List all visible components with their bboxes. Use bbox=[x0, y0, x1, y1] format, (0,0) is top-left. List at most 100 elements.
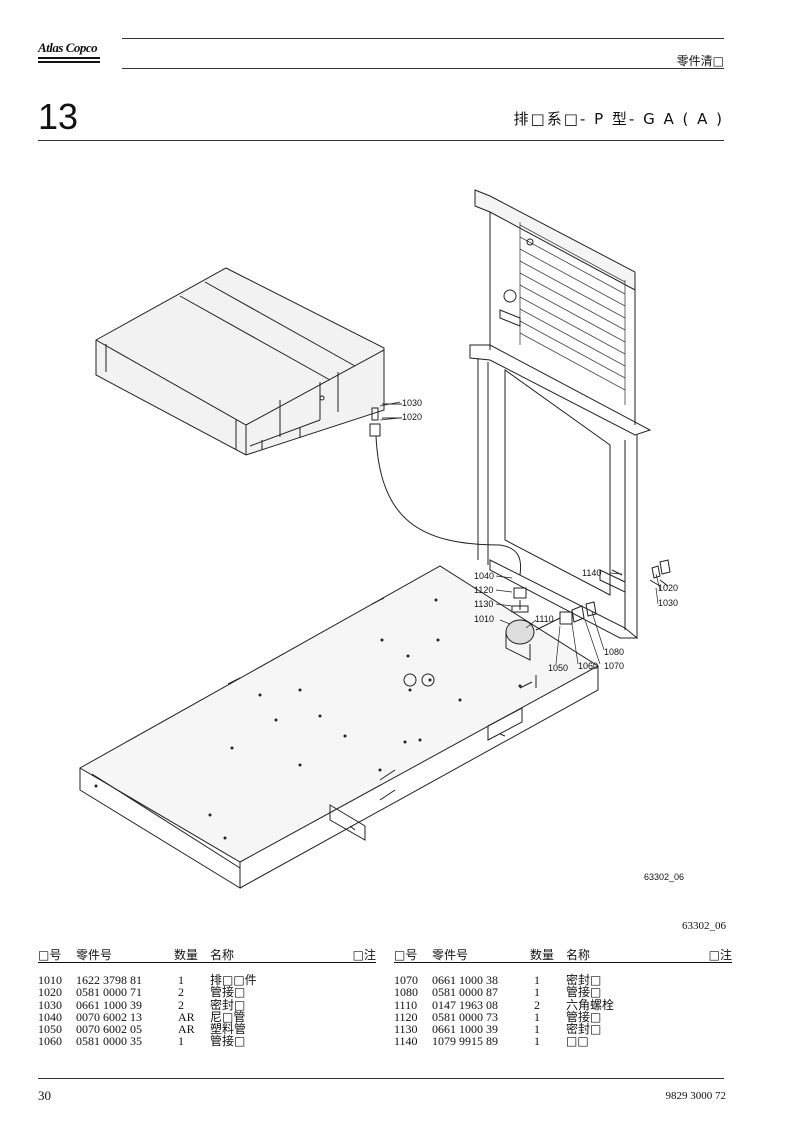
cell-qty: AR bbox=[178, 1022, 195, 1037]
parts-table-left: □号 零件号 数量 名称 □注 1010 1622 3798 81 1 排□□件 10… bbox=[38, 944, 376, 1048]
cell-pos: 1030 bbox=[38, 997, 62, 1012]
cell-qty: 1 bbox=[178, 973, 184, 987]
callout-label: 1110 bbox=[535, 614, 554, 624]
atlas-copco-logo: Atlas Copco bbox=[38, 40, 100, 66]
callout-label: 1010 bbox=[474, 614, 494, 624]
exploded-view-drawing: 1030 1020 1040 1120 1130 1010 1110 1140 … bbox=[78, 189, 684, 889]
callout-label: 1120 bbox=[474, 585, 493, 595]
footer-rule bbox=[38, 1078, 724, 1079]
callout-label: 1040 bbox=[474, 571, 494, 581]
cell-qty: 2 bbox=[178, 985, 184, 1000]
cell-part: 0581 0000 87 bbox=[432, 985, 498, 1000]
cell-pos: 1140 bbox=[394, 1034, 418, 1049]
cell-part: 0581 0000 35 bbox=[76, 1034, 142, 1049]
callout-label: 1020 bbox=[658, 583, 678, 593]
cell-part: 0661 1000 38 bbox=[432, 973, 498, 987]
header-name: 名称 bbox=[566, 948, 591, 962]
table-row: 1110 0147 1963 08 2 六角螺栓 bbox=[394, 997, 732, 1012]
drawing-pump-assembly bbox=[505, 587, 597, 688]
cell-name: 管接□ bbox=[566, 985, 602, 1000]
header-top-rule bbox=[122, 38, 724, 39]
cell-pos: 1010 bbox=[38, 973, 62, 987]
cell-name: 塑料管 bbox=[210, 1022, 247, 1037]
cell-part: 0581 0000 73 bbox=[432, 1009, 498, 1024]
header-qty: 数量 bbox=[530, 948, 555, 962]
cell-pos: 1060 bbox=[38, 1034, 62, 1049]
cell-qty: 1 bbox=[534, 973, 540, 987]
section-number: 13 bbox=[38, 96, 79, 137]
figure-code: 63302_06 bbox=[682, 920, 726, 932]
cell-qty: 1 bbox=[534, 1009, 540, 1024]
header-bottom-rule bbox=[122, 68, 724, 69]
cell-pos: 1130 bbox=[394, 1022, 418, 1037]
cell-part: 0661 1000 39 bbox=[76, 997, 142, 1012]
cell-name: 密封□ bbox=[210, 997, 246, 1012]
drawing-right-frame bbox=[469, 189, 652, 639]
cell-pos: 1120 bbox=[394, 1009, 418, 1024]
callout-label: 1060 bbox=[578, 661, 598, 671]
callout-label: 1020 bbox=[402, 412, 422, 422]
parts-table-right: □号 零件号 数量 名称 □注 1070 0661 1000 38 1 密封□ 108… bbox=[394, 944, 732, 1048]
callout-label: 1070 bbox=[604, 661, 624, 671]
page-number: 30 bbox=[38, 1088, 51, 1103]
header-remarks: □注 bbox=[352, 948, 376, 962]
callout-label: 1030 bbox=[402, 398, 422, 408]
cell-part: 1079 9915 89 bbox=[432, 1034, 498, 1049]
callout-label: 1140 bbox=[582, 568, 601, 578]
drawing-base-plate bbox=[78, 565, 599, 889]
cell-pos: 1040 bbox=[38, 1009, 62, 1024]
header-name: 名称 bbox=[210, 948, 235, 962]
logo-bars bbox=[38, 57, 100, 65]
callout-label: 1130 bbox=[474, 599, 493, 609]
drawing-figure-code: 63302_06 bbox=[644, 872, 684, 882]
table-row: 1030 0661 1000 39 2 密封□ bbox=[38, 997, 376, 1012]
table-header: □号 零件号 数量 名称 □注 bbox=[38, 944, 376, 963]
cell-name: 密封□ bbox=[566, 973, 602, 987]
header-part: 零件号 bbox=[432, 948, 469, 962]
table-row: 1070 0661 1000 38 1 密封□ bbox=[394, 973, 732, 987]
section-rule bbox=[38, 140, 724, 141]
cell-qty: 2 bbox=[534, 997, 540, 1012]
table-header: □号 零件号 数量 名称 □注 bbox=[394, 944, 732, 963]
table-row: 1140 1079 9915 89 1 □□ bbox=[394, 1034, 732, 1049]
cell-pos: 1110 bbox=[394, 997, 418, 1012]
cell-qty: AR bbox=[178, 1009, 195, 1024]
cell-name: 管接□ bbox=[210, 985, 246, 1000]
drawing-upper-fittings bbox=[369, 403, 522, 576]
cell-pos: 1070 bbox=[394, 973, 418, 987]
header-pos: □号 bbox=[38, 948, 62, 962]
cell-qty: 2 bbox=[178, 997, 184, 1012]
cell-pos: 1080 bbox=[394, 985, 418, 1000]
cell-name: 尼□管 bbox=[210, 1009, 246, 1024]
cell-part: 1622 3798 81 bbox=[76, 973, 142, 987]
cell-name: 六角螺栓 bbox=[566, 997, 615, 1012]
header-part: 零件号 bbox=[76, 948, 113, 962]
cell-name: □□ bbox=[566, 1034, 589, 1049]
cell-name: 管接□ bbox=[210, 1034, 246, 1049]
header-remarks: □注 bbox=[708, 948, 732, 962]
cell-part: 0581 0000 71 bbox=[76, 985, 142, 1000]
callout-label: 1030 bbox=[658, 598, 678, 608]
cell-part: 0147 1963 08 bbox=[432, 997, 498, 1012]
callout-label: 1050 bbox=[548, 663, 568, 673]
cell-part: 0661 1000 39 bbox=[432, 1022, 498, 1037]
header-qty: 数量 bbox=[174, 948, 199, 962]
cell-qty: 1 bbox=[534, 1034, 540, 1049]
cell-name: 密封□ bbox=[566, 1022, 602, 1037]
cell-name: 排□□件 bbox=[210, 973, 257, 987]
doc-type-label: 零件清□ bbox=[676, 54, 724, 68]
header-pos: □号 bbox=[394, 948, 418, 962]
table-rows: 1070 0661 1000 38 1 密封□ 1080 0581 0000 87 1 管接… bbox=[394, 974, 732, 1048]
cell-pos: 1050 bbox=[38, 1022, 62, 1037]
drawing-leader-lines bbox=[379, 401, 661, 665]
logo-text: Atlas Copco bbox=[38, 40, 98, 55]
drawing-right-fittings bbox=[649, 559, 671, 587]
drawing-unit-box bbox=[95, 267, 385, 456]
